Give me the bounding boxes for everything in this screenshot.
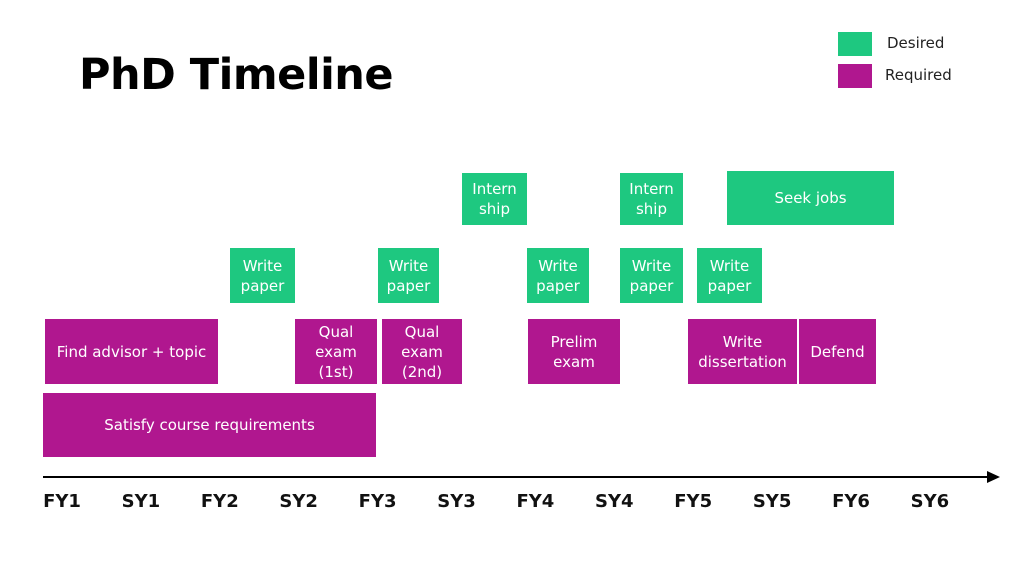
internship-box-1: Intern ship (462, 173, 527, 225)
write-dissertation-box: Write dissertation (688, 319, 797, 384)
write-paper-box-5: Write paper (697, 248, 762, 303)
qual-exam-second-box: Qual exam (2nd) (382, 319, 462, 384)
qual-exam-first-box: Qual exam (1st) (295, 319, 377, 384)
timeline-tick-sy2: SY2 (279, 491, 318, 512)
timeline-tick-sy3: SY3 (437, 491, 476, 512)
timeline-tick-fy1: FY1 (43, 491, 81, 512)
legend-required-swatch (838, 64, 872, 88)
write-paper-box-2: Write paper (378, 248, 439, 303)
seek-jobs-box: Seek jobs (727, 171, 894, 225)
timeline-tick-fy4: FY4 (516, 491, 555, 512)
timeline-tick-sy5: SY5 (752, 491, 792, 512)
defend-box: Defend (799, 319, 876, 384)
timeline-tick-sy1: SY1 (121, 491, 161, 512)
legend-desired-label: Desired (887, 34, 945, 52)
timeline-tick-fy5: FY5 (674, 491, 713, 512)
timeline-tick-sy4: SY4 (595, 491, 634, 512)
write-paper-box-1: Write paper (230, 248, 295, 303)
write-paper-box-3: Write paper (527, 248, 589, 303)
timeline-tick-fy6: FY6 (832, 491, 870, 512)
prelim-exam-box: Prelim exam (528, 319, 620, 384)
timeline-tick-sy6: SY6 (910, 491, 950, 512)
course-requirements-box: Satisfy course requirements (43, 393, 376, 457)
legend-desired-swatch (838, 32, 872, 56)
timeline-arrow-icon (987, 471, 1000, 483)
internship-box-2: Intern ship (620, 173, 683, 225)
page-title: PhD Timeline (79, 50, 394, 100)
timeline-axis (43, 476, 989, 478)
legend-required-label: Required (885, 66, 952, 84)
timeline-tick-fy2: FY2 (200, 491, 239, 512)
find-advisor-box: Find advisor + topic (45, 319, 218, 384)
write-paper-box-4: Write paper (620, 248, 683, 303)
timeline-tick-fy3: FY3 (358, 491, 397, 512)
